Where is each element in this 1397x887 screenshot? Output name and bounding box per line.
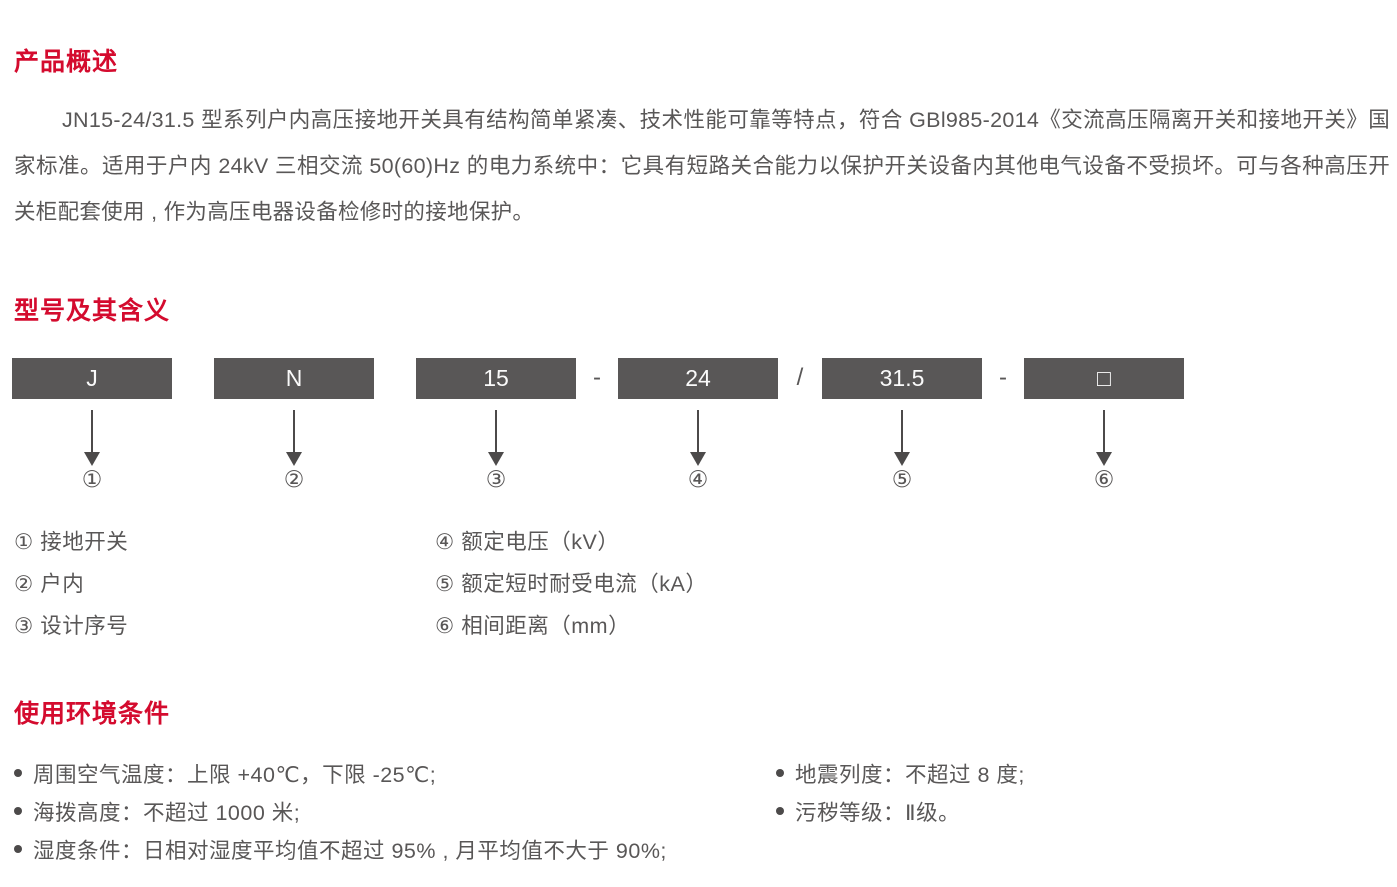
marker-circled-4: ④ (687, 466, 709, 492)
marker-circled-5: ⑤ (891, 466, 913, 492)
separator-dash-1: - (593, 364, 601, 391)
overview-section-title: 产品概述 (14, 48, 119, 76)
down-arrow-icon (286, 452, 302, 466)
legend-item-design-number: ③ 设计序号 (14, 614, 129, 638)
legend-item-indoor: ② 户内 (14, 572, 85, 596)
bullet-altitude: 海拨高度：不超过 1000 米; (14, 792, 667, 830)
down-arrow-icon (1103, 410, 1105, 453)
bullet-text: 湿度条件：日相对湿度平均值不超过 95% , 月平均值不大于 90%; (33, 838, 667, 863)
bullet-text: 周围空气温度：上限 +40℃，下限 -25℃; (33, 762, 437, 787)
model-box-spacing-blank: □ (1024, 358, 1184, 399)
down-arrow-icon (91, 410, 93, 453)
legend-item-rated-voltage: ④ 额定电压（kV） (435, 530, 620, 554)
bullet-text: 污秽等级：Ⅱ级。 (795, 800, 961, 825)
environment-section-title: 使用环境条件 (14, 700, 171, 728)
environment-bullets-left: 周围空气温度：上限 +40℃，下限 -25℃; 海拨高度：不超过 1000 米;… (14, 754, 667, 868)
bullet-air-temperature: 周围空气温度：上限 +40℃，下限 -25℃; (14, 754, 667, 792)
bullet-text: 海拨高度：不超过 1000 米; (33, 800, 301, 825)
down-arrow-icon (293, 410, 295, 453)
environment-bullets-right: 地震列度：不超过 8 度; 污秽等级：Ⅱ级。 (776, 754, 1025, 830)
bullet-text: 地震列度：不超过 8 度; (795, 762, 1025, 787)
down-arrow-icon (84, 452, 100, 466)
overview-paragraph: JN15-24/31.5 型系列户内高压接地开关具有结构简单紧凑、技术性能可靠等… (14, 108, 1390, 224)
down-arrow-icon (894, 452, 910, 466)
model-legend-right-column: ④ 额定电压（kV） ⑤ 额定短时耐受电流（kA） ⑥ 相间距离（mm） (435, 521, 707, 647)
model-box-voltage-24: 24 (618, 358, 778, 399)
model-box-design-15: 15 (416, 358, 576, 399)
marker-circled-6: ⑥ (1093, 466, 1115, 492)
model-box-current-315: 31.5 (822, 358, 982, 399)
legend-item-phase-spacing: ⑥ 相间距离（mm） (435, 614, 631, 638)
model-code-diagram: J N 15 24 31.5 □ - / - ① ② ③ ④ ⑤ ⑥ (0, 358, 1397, 508)
model-box-indoor-n: N (214, 358, 374, 399)
bullet-dot-icon (14, 845, 22, 853)
bullet-seismic: 地震列度：不超过 8 度; (776, 754, 1025, 792)
model-section-title: 型号及其含义 (14, 297, 171, 325)
marker-circled-3: ③ (485, 466, 507, 492)
bullet-dot-icon (14, 807, 22, 815)
down-arrow-icon (901, 410, 903, 453)
bullet-pollution: 污秽等级：Ⅱ级。 (776, 792, 1025, 830)
marker-circled-1: ① (81, 466, 103, 492)
marker-circled-2: ② (283, 466, 305, 492)
down-arrow-icon (690, 452, 706, 466)
legend-item-ground-switch: ① 接地开关 (14, 530, 129, 554)
bullet-dot-icon (776, 807, 784, 815)
model-legend-left-column: ① 接地开关 ② 户内 ③ 设计序号 (14, 521, 128, 647)
legend-item-rated-current: ⑤ 额定短时耐受电流（kA） (435, 572, 708, 596)
down-arrow-icon (488, 452, 504, 466)
separator-slash: / (796, 364, 804, 391)
down-arrow-icon (697, 410, 699, 453)
model-box-series-j: J (12, 358, 172, 399)
bullet-dot-icon (776, 769, 784, 777)
separator-dash-2: - (999, 364, 1007, 391)
down-arrow-icon (1096, 452, 1112, 466)
bullet-dot-icon (14, 769, 22, 777)
down-arrow-icon (495, 410, 497, 453)
bullet-humidity: 湿度条件：日相对湿度平均值不超过 95% , 月平均值不大于 90%; (14, 830, 667, 868)
